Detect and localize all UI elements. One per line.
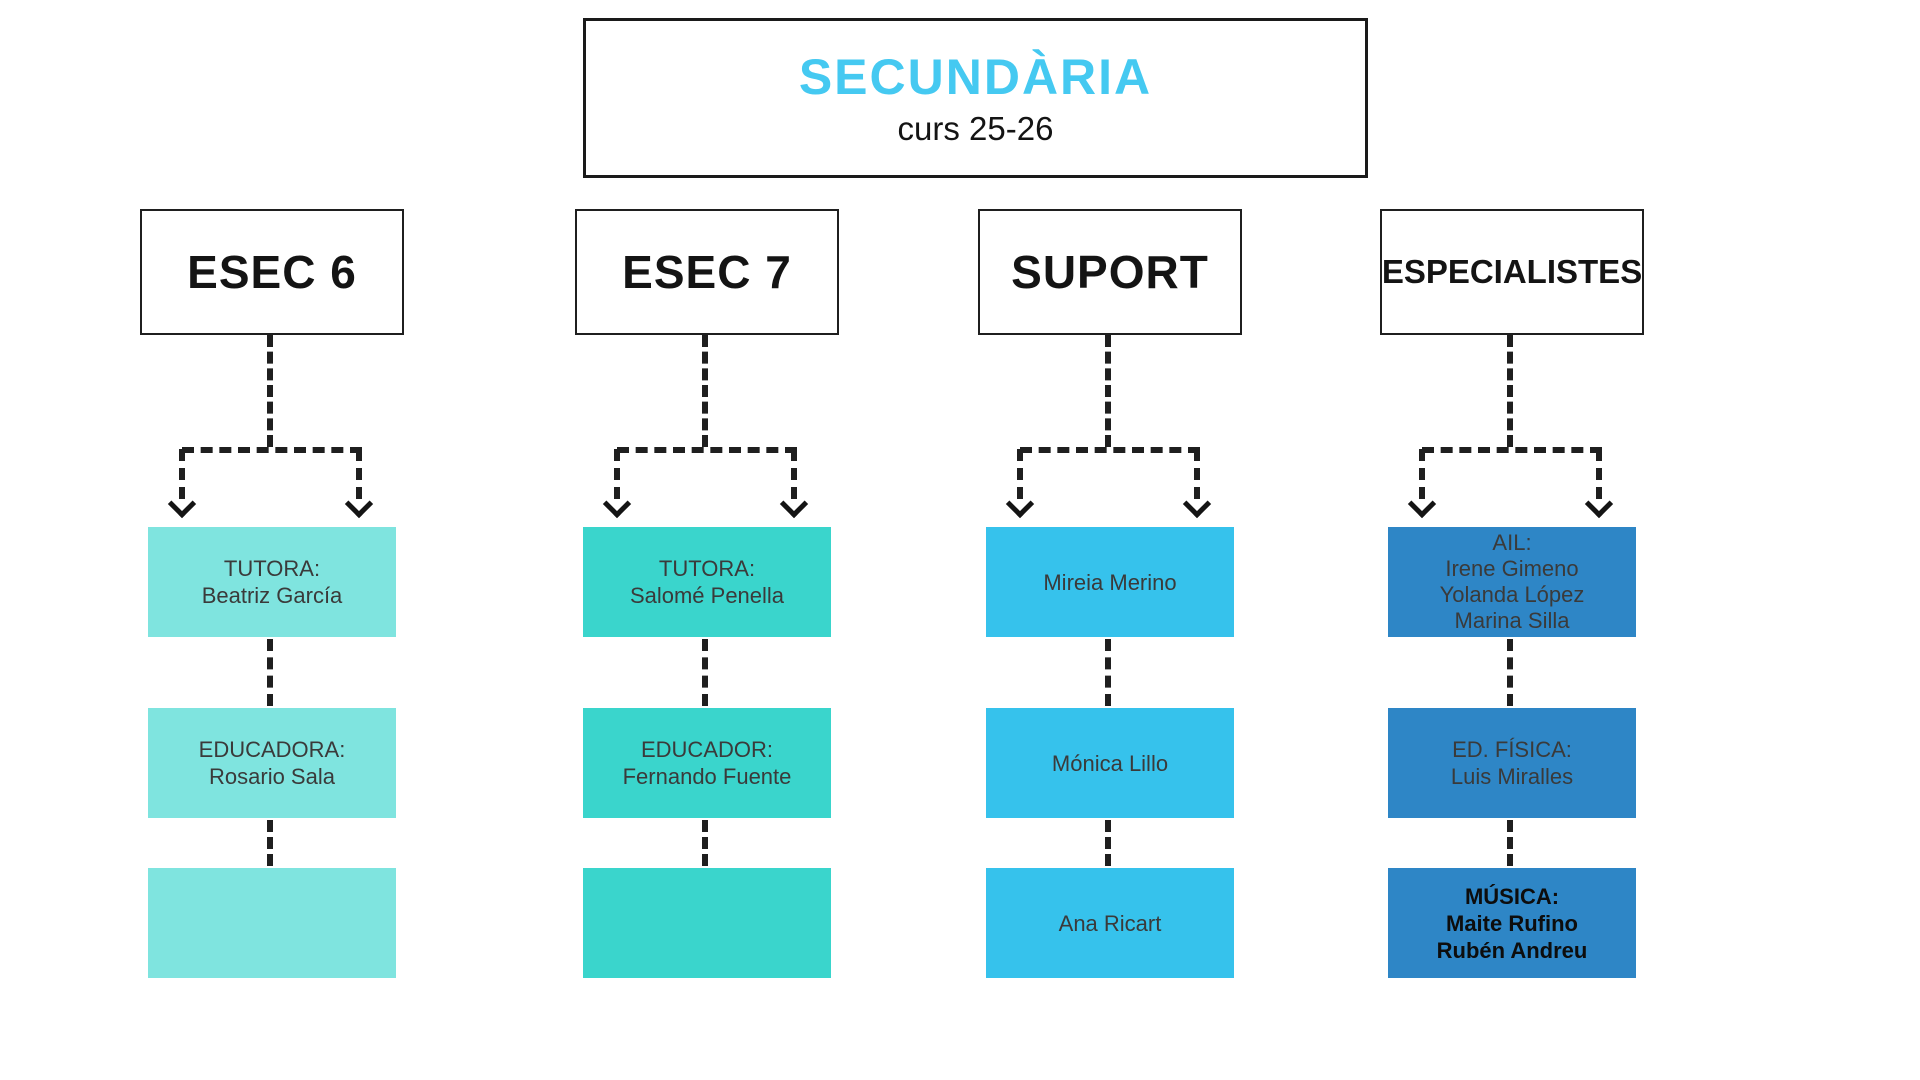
connector-drop [179,449,185,499]
column-suport: SUPORT Mireia Merino Mónica Lillo Ana Ri… [978,0,1242,1080]
connector-drop [1194,449,1200,499]
connector-stem [267,335,273,447]
staff-name: Irene Gimeno [1445,556,1579,581]
staff-role: EDUCADORA: [198,737,346,762]
staff-name: Yolanda López [1439,582,1585,607]
connector-drop [1017,449,1023,499]
connector-drop [614,449,620,499]
staff-box: Mireia Merino [986,527,1234,637]
staff-name: Maite Rufino [1446,910,1578,936]
staff-box-tutora: TUTORA: Salomé Penella [583,527,831,637]
staff-name: Ana Ricart [1058,910,1162,936]
connector-link [267,820,273,866]
header-label: ESEC 6 [187,246,357,298]
staff-name: Rosario Sala [209,764,335,789]
arrow-down-icon [779,489,809,519]
connector-link [1507,639,1513,706]
arrow-down-icon [1182,489,1212,519]
connector-link [702,639,708,706]
staff-box-educador: EDUCADOR: Fernando Fuente [583,708,831,818]
connector-stem [1105,335,1111,447]
connector-link [702,820,708,866]
connector-stem [1507,335,1513,447]
staff-box: Mónica Lillo [986,708,1234,818]
staff-name: Luis Miralles [1450,764,1574,789]
staff-role: ED. FÍSICA: [1452,737,1572,762]
staff-role: TUTORA: [658,556,756,581]
staff-box-empty [583,868,831,978]
arrow-down-icon [167,489,197,519]
staff-box-musica: MÚSICA: Maite Rufino Rubén Andreu [1388,868,1636,978]
staff-role: AIL: [1492,530,1532,555]
staff-box-tutora: TUTORA: Beatriz García [148,527,396,637]
staff-box-empty [148,868,396,978]
staff-role: MÚSICA: [1464,883,1560,909]
staff-box-ail: AIL: Irene Gimeno Yolanda López Marina S… [1388,527,1636,637]
connector-link [1105,639,1111,706]
title-box: SECUNDÀRIA curs 25-26 [583,18,1368,178]
staff-name: Fernando Fuente [622,764,792,789]
connector-link [267,639,273,706]
header-label: ESPECIALISTES [1381,253,1643,290]
staff-name: Mireia Merino [1043,569,1177,595]
connector-link [1507,820,1513,866]
connector-drop [356,449,362,499]
column-esec7: ESEC 7 TUTORA: Salomé Penella EDUCADOR: … [575,0,839,1080]
page-title: SECUNDÀRIA [798,48,1153,105]
header-suport: SUPORT [978,209,1242,335]
staff-box-educadora: EDUCADORA: Rosario Sala [148,708,396,818]
connector-link [1105,820,1111,866]
connector-branch [182,447,362,453]
connector-branch [1422,447,1602,453]
header-label: SUPORT [1011,246,1209,298]
connector-drop [791,449,797,499]
staff-role: EDUCADOR: [640,737,773,762]
header-especialistes: ESPECIALISTES [1380,209,1644,335]
staff-box-ed-fisica: ED. FÍSICA: Luis Miralles [1388,708,1636,818]
connector-stem [702,335,708,447]
connector-drop [1596,449,1602,499]
staff-name: Rubén Andreu [1436,937,1588,963]
connector-drop [1419,449,1425,499]
staff-box: Ana Ricart [986,868,1234,978]
staff-role: TUTORA: [223,556,321,581]
header-esec6: ESEC 6 [140,209,404,335]
staff-name: Beatriz García [201,583,343,608]
arrow-down-icon [1407,489,1437,519]
arrow-down-icon [344,489,374,519]
staff-name: Salomé Penella [629,583,785,608]
arrow-down-icon [602,489,632,519]
connector-branch [617,447,797,453]
staff-name: Marina Silla [1454,608,1570,633]
header-esec7: ESEC 7 [575,209,839,335]
connector-branch [1020,447,1200,453]
column-especialistes: ESPECIALISTES AIL: Irene Gimeno Yolanda … [1380,0,1644,1080]
arrow-down-icon [1005,489,1035,519]
page-subtitle: curs 25-26 [897,109,1054,147]
arrow-down-icon [1584,489,1614,519]
header-label: ESEC 7 [622,246,792,298]
staff-name: Mónica Lillo [1051,750,1169,776]
column-esec6: ESEC 6 TUTORA: Beatriz García EDUCADORA:… [140,0,404,1080]
